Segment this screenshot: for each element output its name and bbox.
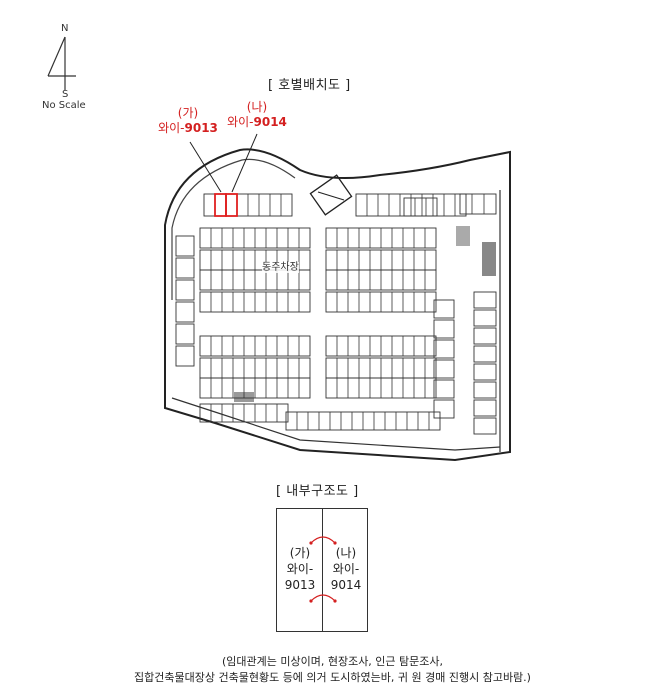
- stall-row-top-cluster: [403, 197, 438, 217]
- stall-right-inner-0: [433, 299, 455, 319]
- door-swing-icons: [309, 536, 337, 603]
- stall-row-left-5: [199, 357, 311, 379]
- internal-cell-ga-tag: (가): [289, 546, 311, 560]
- internal-cell-ga: (가) 와이- 9013: [277, 545, 323, 593]
- footnote-line-1: (임대관계는 미상이며, 현장조사, 인근 탐문조사,: [221, 655, 444, 668]
- stall-right-col-3: [473, 345, 497, 363]
- footnote-line-2: 집합건축물대장상 건축물현황도 등에 의거 도시하였는바, 귀 원 경매 진행시…: [134, 671, 531, 684]
- stall-row-right-5: [325, 357, 437, 379]
- stall-right-col-6: [473, 399, 497, 417]
- scale-note: No Scale: [42, 100, 86, 111]
- internal-cell-na-line2: 9014: [330, 578, 362, 592]
- unit-label-na-number: 9014: [253, 115, 287, 129]
- stall-row-left-2: [199, 269, 311, 291]
- unit-label-na: (나) 와이-9014: [222, 100, 292, 130]
- internal-structure-box: (가) 와이- 9013 (나) 와이- 9014: [276, 508, 368, 632]
- compass: N S No Scale: [40, 24, 90, 114]
- footnote: (임대관계는 미상이며, 현장조사, 인근 탐문조사, 집합건축물대장상 건축물…: [0, 654, 665, 686]
- leader-line-na: [231, 133, 258, 193]
- parking-stalls: [175, 193, 497, 435]
- ramp-box: [309, 174, 353, 216]
- stair-block-1: [482, 242, 496, 276]
- stall-left-col-5: [175, 345, 195, 367]
- stall-row-right-0: [325, 227, 437, 249]
- curved-wall: [171, 158, 296, 300]
- stall-left-col-4: [175, 323, 195, 345]
- stall-left-col-2: [175, 279, 195, 301]
- stall-right-inner-1: [433, 319, 455, 339]
- stair-block-2: [456, 226, 470, 246]
- stall-left-col-0: [175, 235, 195, 257]
- floor-plan-center-label: 동주차장: [262, 258, 299, 273]
- stall-row-left-4: [199, 335, 311, 357]
- stall-right-col-0: [473, 291, 497, 309]
- stall-row-right-6: [325, 377, 437, 399]
- stall-right-col-7: [473, 417, 497, 435]
- internal-cell-na-line1: 와이-: [332, 562, 360, 576]
- internal-structure-title: [ 내부구조도 ]: [276, 484, 359, 499]
- compass-arrow-icon: [47, 36, 76, 90]
- stall-right-inner-5: [433, 399, 455, 419]
- internal-cell-ga-line2: 9013: [284, 578, 316, 592]
- unit-label-ga-tag: (가): [177, 106, 199, 120]
- stall-right-inner-2: [433, 339, 455, 359]
- bottom-inner-wall: [171, 397, 501, 451]
- stall-row-right-2: [325, 269, 437, 291]
- internal-divider: [322, 509, 323, 631]
- floor-plan-title: [ 호별배치도 ]: [268, 78, 351, 93]
- stall-right-col-4: [473, 363, 497, 381]
- stall-right-inner-4: [433, 379, 455, 399]
- ramp-line: [317, 191, 345, 201]
- unit-label-ga: (가) 와이-9013: [153, 106, 223, 136]
- stall-row-right-4: [325, 335, 437, 357]
- stall-right-col-2: [473, 327, 497, 345]
- stall-left-col-3: [175, 301, 195, 323]
- stall-row-left-3: [199, 291, 311, 313]
- unit-label-na-tag: (나): [246, 100, 268, 114]
- floor-plan-static: [164, 148, 511, 462]
- highlight-unit-na: [225, 193, 238, 217]
- leader-line-ga: [189, 141, 222, 193]
- highlight-unit-ga: [214, 193, 227, 217]
- stall-right-col-5: [473, 381, 497, 399]
- stall-row-right-3: [325, 291, 437, 313]
- compass-north-label: N: [61, 23, 69, 34]
- door-swing-bottom-icon: [310, 594, 336, 602]
- stall-row-top-far-right: [459, 193, 497, 215]
- stall-row-top-right: [355, 193, 467, 217]
- internal-cell-ga-line1: 와이-: [286, 562, 314, 576]
- unit-label-ga-number: 9013: [184, 121, 218, 135]
- stall-row-top-left: [203, 193, 293, 217]
- unit-label-na-prefix: 와이-: [227, 115, 254, 129]
- stall-right-inner-3: [433, 359, 455, 379]
- stall-row-bottom-left: [199, 403, 289, 423]
- compass-south-label: S: [62, 89, 69, 100]
- internal-cell-na: (나) 와이- 9014: [323, 545, 369, 593]
- floor-plan-drawing: [164, 133, 511, 462]
- stall-row-bottom-right: [285, 411, 441, 431]
- stall-row-left-0: [199, 227, 311, 249]
- stall-row-right-1: [325, 249, 437, 271]
- door-swing-top-icon: [310, 536, 336, 544]
- stall-right-col-1: [473, 309, 497, 327]
- stall-left-col-1: [175, 257, 195, 279]
- building-outline: [164, 148, 511, 462]
- internal-cell-na-tag: (나): [335, 546, 357, 560]
- stall-row-left-6: [199, 377, 311, 399]
- floor-plan-center-label-text: 동주차장: [262, 262, 299, 273]
- unit-label-ga-prefix: 와이-: [158, 121, 185, 135]
